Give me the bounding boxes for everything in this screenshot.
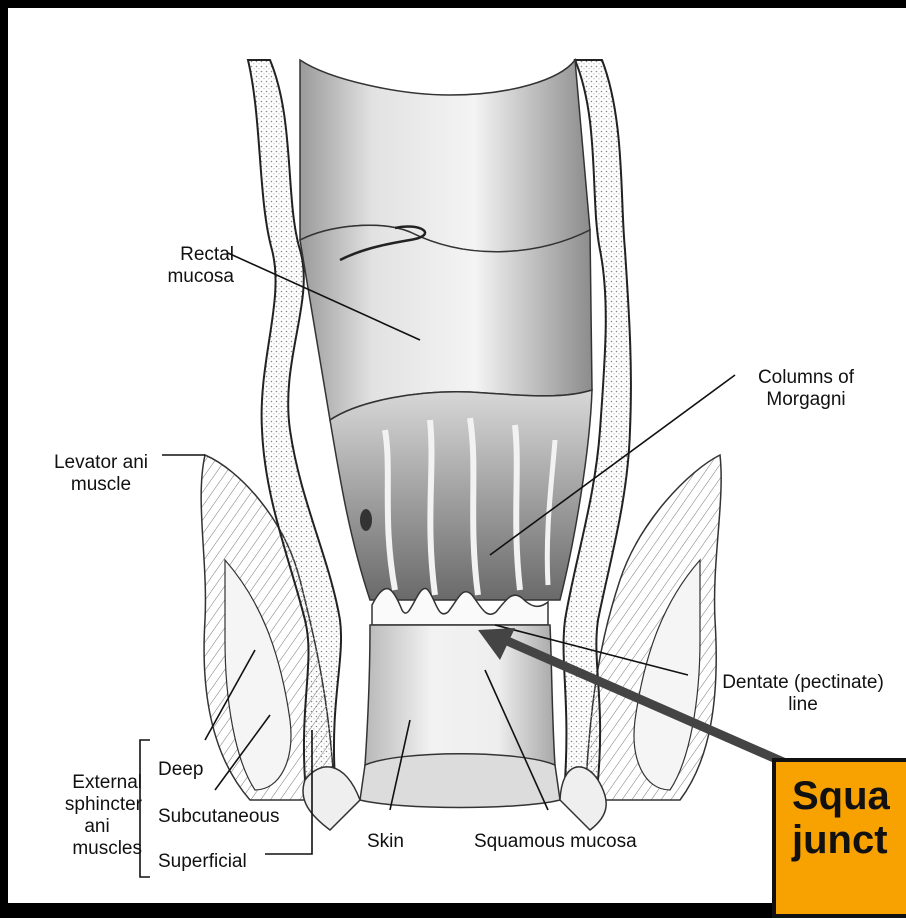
label-external-sphincter: External sphincter ani muscles <box>30 772 142 860</box>
label-deep: Deep <box>158 759 203 781</box>
label-sphincter-line3: ani <box>52 816 142 838</box>
label-columns-line1: Columns of <box>736 367 876 389</box>
label-subcutaneous: Subcutaneous <box>158 806 280 828</box>
label-superficial: Superficial <box>158 851 247 873</box>
label-levator-line1: Levator ani <box>34 452 168 474</box>
callout-line1: Squa <box>792 774 906 818</box>
label-levator-ani: Levator ani muscle <box>34 452 168 496</box>
anal-canal <box>303 625 606 830</box>
label-dentate-line1: Dentate (pectinate) <box>698 672 906 694</box>
label-rectal-mucosa: Rectal mucosa <box>128 244 234 288</box>
label-skin: Skin <box>367 831 404 853</box>
label-rectal-line1: Rectal <box>128 244 234 266</box>
label-levator-line2: muscle <box>34 474 168 496</box>
label-sphincter-line1: External <box>30 772 142 794</box>
label-rectal-line2: mucosa <box>128 266 234 288</box>
label-columns-line2: Morgagni <box>736 389 876 411</box>
label-sphincter-line2: sphincter <box>30 794 142 816</box>
label-dentate-line2: line <box>698 694 906 716</box>
rectal-lumen <box>300 60 592 420</box>
label-squamous-mucosa: Squamous mucosa <box>474 831 637 853</box>
label-dentate-line: Dentate (pectinate) line <box>698 672 906 716</box>
callout-box: Squa junct <box>772 758 906 918</box>
label-sphincter-line4: muscles <box>30 838 142 860</box>
callout-line2: junct <box>792 818 906 862</box>
label-columns-of-morgagni: Columns of Morgagni <box>736 367 876 411</box>
columns-of-morgagni <box>330 390 592 600</box>
